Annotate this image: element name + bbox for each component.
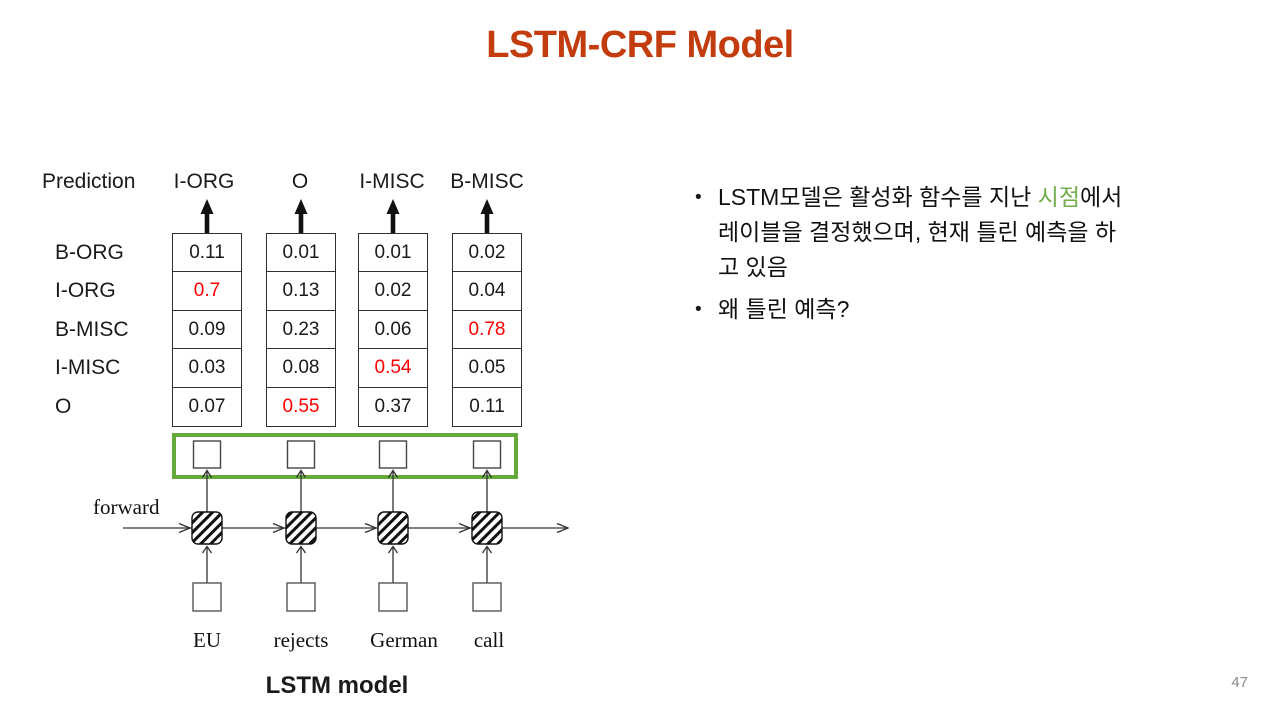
right-arrow-icon — [272, 522, 286, 534]
bullet1-highlight: 시점 — [1037, 184, 1080, 210]
diagram-caption: LSTM model — [265, 672, 409, 699]
bullet1-line2: 레이블을 결정했으며, 현재 틀린 예측을 하 — [718, 219, 1117, 245]
input-word: German — [370, 628, 438, 652]
prob-cell: 0.11 — [172, 233, 242, 273]
bullet-list: LSTM모델은 활성화 함수를 지난 시점에서 레이블을 결정했으며, 현재 틀… — [695, 180, 1240, 334]
prob-column: 0.01 0.13 0.23 0.08 0.55 — [266, 233, 336, 427]
col-header-o: O — [291, 170, 309, 193]
prob-cell: 0.54 — [358, 348, 428, 389]
row-label-borg: B-ORG — [55, 241, 124, 264]
bullet1-pre: LSTM모델은 활성화 함수를 지난 — [718, 184, 1038, 210]
row-label-o: O — [55, 395, 72, 418]
prediction-up-arrow-icons — [200, 199, 494, 233]
crf-output-layer-box — [172, 433, 518, 479]
prob-cell: 0.07 — [172, 386, 242, 427]
prob-cell: 0.7 — [172, 271, 242, 312]
lstm-cells — [191, 511, 503, 545]
bullet-marker-icon — [695, 292, 718, 327]
col-header-imisc: I-MISC — [359, 170, 425, 193]
prob-cell: 0.11 — [452, 386, 522, 427]
prob-cell: 0.55 — [266, 386, 336, 427]
row-label-imisc: I-MISC — [55, 356, 121, 379]
input-word: EU — [193, 628, 221, 652]
slide-title: LSTM-CRF Model — [486, 24, 794, 66]
forward-flow-line — [123, 522, 570, 534]
input-squares — [192, 582, 502, 612]
prob-cell: 0.01 — [358, 233, 428, 273]
prob-column: 0.01 0.02 0.06 0.54 0.37 — [358, 233, 428, 427]
prob-cell: 0.02 — [358, 271, 428, 312]
row-label-iorg: I-ORG — [55, 279, 116, 302]
prob-cell: 0.13 — [266, 271, 336, 312]
row-label-bmisc: B-MISC — [55, 318, 129, 341]
right-arrow-icon — [178, 522, 192, 534]
prob-cell: 0.09 — [172, 309, 242, 350]
prob-cell: 0.05 — [452, 348, 522, 389]
input-word: rejects — [273, 628, 329, 652]
bullet-item: 왜 틀린 예측? — [695, 292, 1240, 327]
prob-column: 0.11 0.7 0.09 0.03 0.07 — [172, 233, 242, 427]
bullet1-post: 에서 — [1080, 184, 1123, 210]
input-word: call — [473, 628, 505, 652]
right-arrow-icon — [458, 522, 472, 534]
prob-column: 0.02 0.04 0.78 0.05 0.11 — [452, 233, 522, 427]
prob-cell: 0.03 — [172, 348, 242, 389]
col-header-iorg: I-ORG — [173, 170, 235, 193]
bullet-marker-icon — [695, 180, 718, 285]
prob-cell: 0.06 — [358, 309, 428, 350]
prob-cell: 0.78 — [452, 309, 522, 350]
right-arrow-icon — [364, 522, 378, 534]
forward-label: forward — [93, 495, 160, 519]
col-header-bmisc: B-MISC — [450, 170, 524, 193]
right-arrow-icon — [556, 522, 570, 534]
input-to-cell-arrow-icons — [201, 545, 493, 583]
bullet-item: LSTM모델은 활성화 함수를 지난 시점에서 레이블을 결정했으며, 현재 틀… — [695, 180, 1240, 285]
prob-cell: 0.37 — [358, 386, 428, 427]
prediction-label: Prediction — [42, 170, 136, 193]
prob-cell: 0.02 — [452, 233, 522, 273]
bullet1-line3: 고 있음 — [718, 254, 788, 280]
prob-cell: 0.04 — [452, 271, 522, 312]
bullet-text: LSTM모델은 활성화 함수를 지난 시점에서 레이블을 결정했으며, 현재 틀… — [718, 180, 1122, 285]
prob-cell: 0.23 — [266, 309, 336, 350]
bullet-text: 왜 틀린 예측? — [718, 296, 850, 322]
prob-cell: 0.08 — [266, 348, 336, 389]
prob-cell: 0.01 — [266, 233, 336, 273]
page-number: 47 — [1231, 674, 1248, 691]
